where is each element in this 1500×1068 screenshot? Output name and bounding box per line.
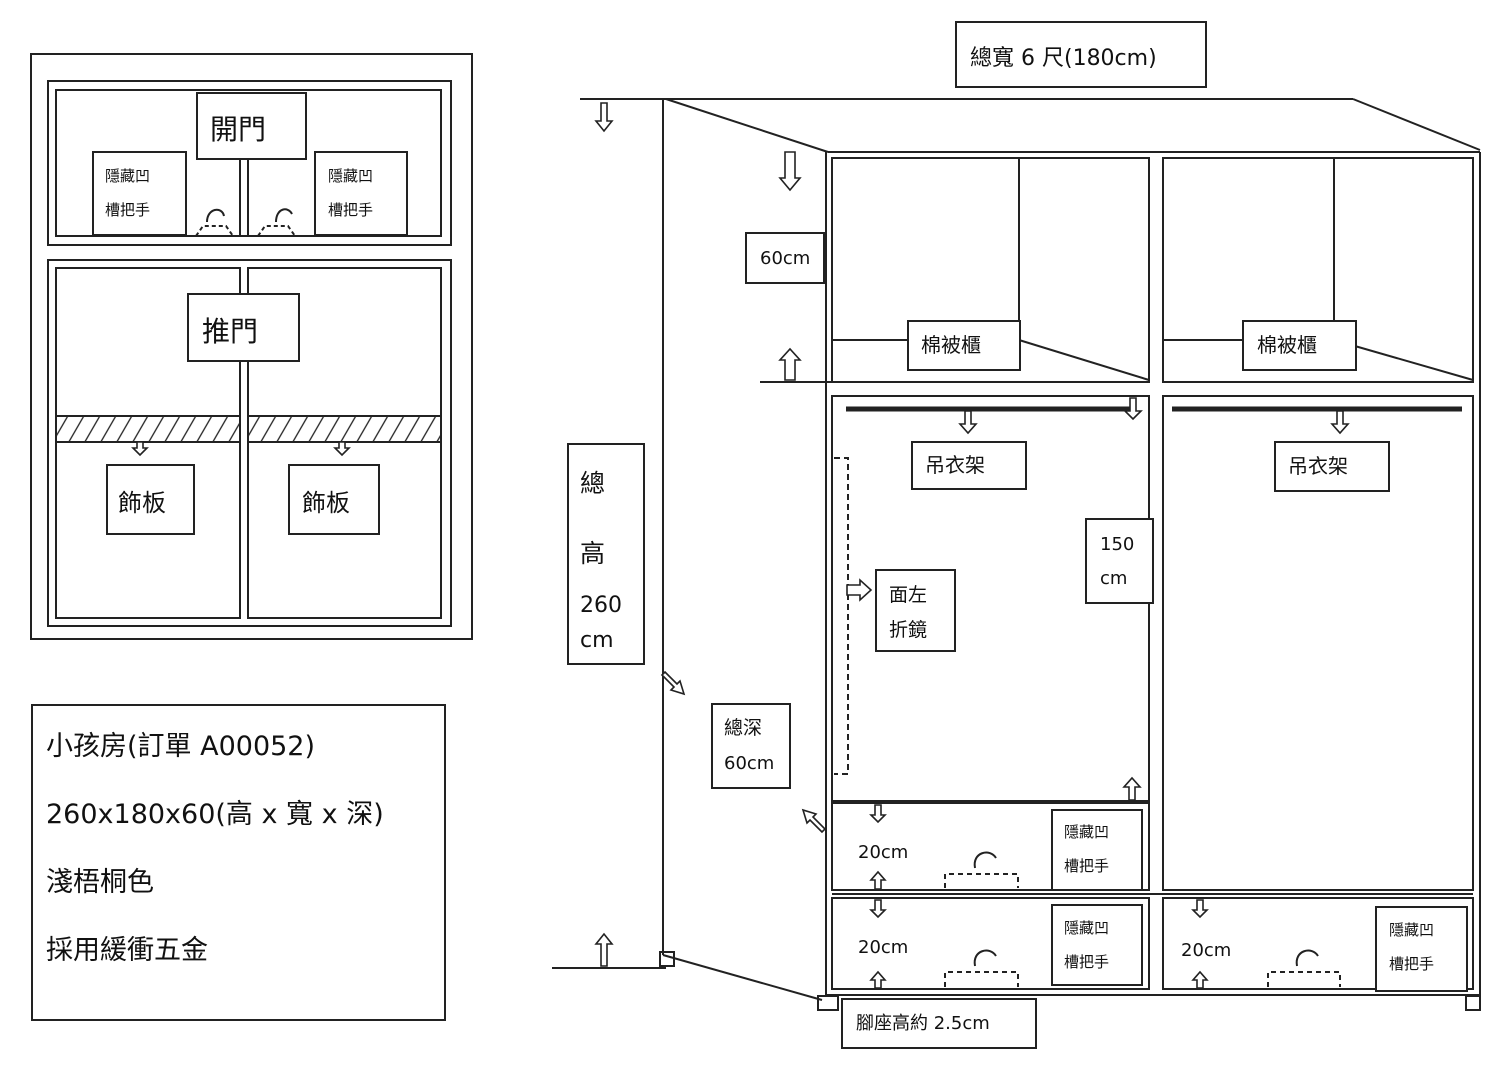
order-info-line4: 採用緩衝五金: [46, 935, 208, 966]
mirror-line2: 折鏡: [889, 619, 928, 641]
drawer-2: [831, 897, 1150, 990]
foot-left: [817, 995, 839, 1011]
hatch-band-left: [55, 415, 241, 443]
mirror-line1: 面左: [889, 584, 928, 606]
order-info-line3: 淺梧桐色: [46, 867, 154, 898]
open-door-text: 開門: [210, 113, 267, 146]
decor-panel-right-text: 飾板: [302, 489, 350, 517]
drawer-handle-note-2: [1051, 904, 1143, 986]
hanger-rail-right-text: 吊衣架: [1288, 454, 1348, 478]
drawer3-height-text: 20cm: [1181, 940, 1232, 961]
quilt-cabinet-left-text: 棉被櫃: [921, 333, 981, 357]
handle-note-left: [92, 151, 187, 236]
total-height-line2: 高: [580, 539, 606, 568]
drawer-handle-2-line2: 槽把手: [1064, 953, 1110, 971]
order-info-line2: 260x180x60(高 x 寬 x 深): [46, 799, 384, 830]
handle-note-right: [314, 151, 408, 236]
quilt-cabinet-left: [831, 157, 1150, 383]
drawer-handle-note-3: [1375, 906, 1468, 992]
drawer1-height-text: 20cm: [858, 842, 909, 863]
handle-left-line1: 隱藏凹: [105, 167, 151, 185]
total-depth-line2: 60cm: [724, 753, 775, 774]
order-info-line1: 小孩房(訂單 A00052): [46, 731, 316, 762]
foot-height-text: 腳座高約 2.5cm: [856, 1013, 990, 1034]
top-section-height-label: [745, 232, 825, 284]
handle-right-line2: 槽把手: [328, 201, 374, 219]
decor-panel-left-label: [106, 464, 195, 535]
drawer-3: [1162, 897, 1474, 990]
handle-right-line1: 隱藏凹: [328, 167, 374, 185]
top-section-height-text: 60cm: [760, 248, 811, 269]
handle-left-line2: 槽把手: [105, 201, 151, 219]
drawer-handle-3-line1: 隱藏凹: [1389, 921, 1435, 939]
foot-height-label: [841, 998, 1037, 1049]
drawer-handle-2-line1: 隱藏凹: [1064, 919, 1110, 937]
hanger-rail-left-label: [911, 441, 1027, 490]
order-info-box: [31, 704, 446, 1021]
drawer-handle-1-line1: 隱藏凹: [1064, 823, 1110, 841]
total-height-line1: 總: [580, 469, 606, 498]
drawer-1: [831, 802, 1150, 891]
hanger-rail-right-label: [1274, 441, 1390, 492]
quilt-cabinet-right-text: 棉被櫃: [1257, 333, 1317, 357]
decor-panel-right-label: [288, 464, 380, 535]
quilt-cabinet-right: [1162, 157, 1474, 383]
total-width-label: [955, 21, 1207, 88]
hanging-compartment-right: [1162, 395, 1474, 891]
hanging-height-line1: 150: [1100, 534, 1135, 555]
decor-panel-left-text: 飾板: [118, 489, 166, 517]
mirror-label: [875, 569, 956, 652]
hanging-height-label: [1085, 518, 1154, 604]
quilt-cabinet-left-label: [907, 320, 1021, 371]
total-height-label: [567, 443, 645, 665]
drawer2-height-text: 20cm: [858, 937, 909, 958]
total-width-text: 總寬 6 尺(180cm): [970, 46, 1157, 71]
total-depth-label: [711, 703, 791, 789]
total-depth-line1: 總深: [724, 717, 763, 739]
total-height-line4: cm: [580, 628, 614, 653]
foot-right: [1465, 995, 1481, 1011]
quilt-cabinet-right-label: [1242, 320, 1357, 371]
hanger-rail-left-text: 吊衣架: [925, 453, 985, 477]
total-height-line3: 260: [580, 593, 622, 618]
hanging-height-line2: cm: [1100, 568, 1128, 589]
sliding-door-text: 推門: [202, 315, 259, 348]
hatch-band-right: [247, 415, 442, 443]
front-view-frame: [30, 53, 473, 640]
open-door-label: [196, 92, 307, 160]
drawer-handle-note-1: [1051, 809, 1143, 891]
drawer-handle-3-line2: 槽把手: [1389, 955, 1435, 973]
drawer-handle-1-line2: 槽把手: [1064, 857, 1110, 875]
sliding-door-label: [187, 293, 300, 362]
